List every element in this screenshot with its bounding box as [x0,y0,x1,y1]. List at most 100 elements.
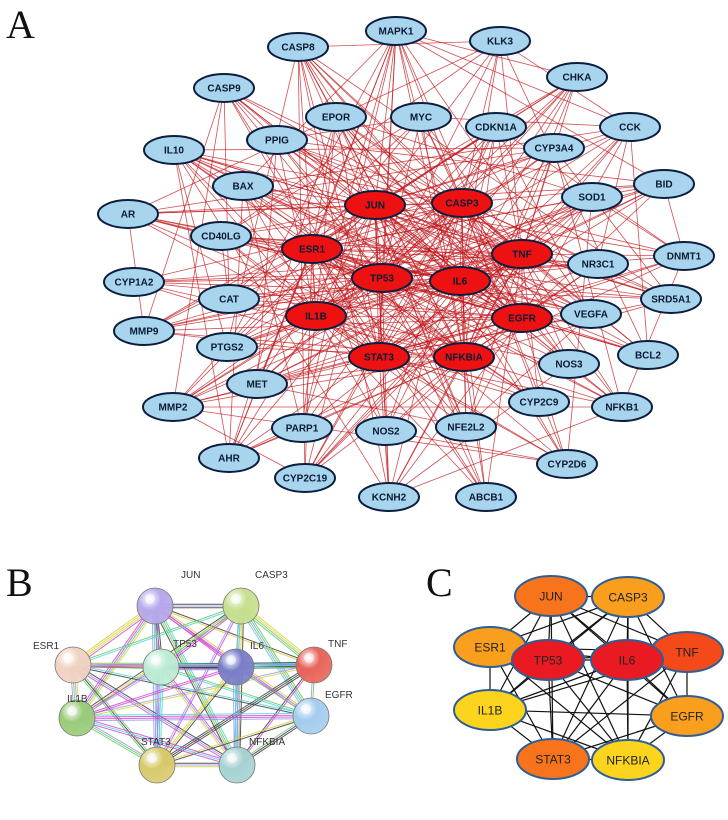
network-a-node-shape [599,112,661,142]
network-b-edge [77,665,315,720]
network-a-node-label: CYP3A4 [535,144,574,155]
network-a-edge [395,30,665,185]
network-c-node-il6: IL6 [590,639,664,681]
network-a-edge [172,315,317,408]
network-a-edge [311,248,570,365]
network-a-edge [463,298,672,358]
network-b-node-label: CASP3 [255,570,288,581]
network-a-edge [335,116,593,198]
network-b-node-highlight [227,753,237,763]
network-a-edge [304,126,497,479]
network-c-node-shape [453,689,527,731]
network-a-node-mmp2: MMP2 [142,392,204,422]
network-a-edge [378,356,623,408]
network-a-node-label: STAT3 [364,353,395,364]
network-a-node-parp1: PARP1 [271,413,333,443]
network-a-node-cyp3a4: CYP3A4 [523,133,585,163]
network-a-edge [388,317,523,498]
network-a-node-bax: BAX [212,171,274,201]
network-b-edge [162,665,239,765]
network-a-node-shape [429,266,491,296]
network-a-edge [173,149,383,279]
network-a-node-abcb1: ABCB1 [455,482,517,512]
network-a-node-label: EPOR [322,113,351,124]
network-a-edge [465,317,523,428]
network-b-edge [76,719,237,768]
network-a-node-casp9: CASP9 [193,73,255,103]
network-c-node-tp53: TP53 [511,639,585,681]
network-a-node-shape [246,125,308,155]
network-a-node-shape [274,463,336,493]
network-a-edge [335,116,523,255]
network-c-node-label: TNF [675,646,698,660]
network-c-edge [552,596,629,760]
network-b-node-stat3: STAT3 [138,737,176,784]
network-a-node-label: CYP2D6 [548,460,587,471]
network-c-node-label: ESR1 [474,641,506,655]
network-c-node-label: EGFR [670,710,704,724]
network-a-edge [461,202,685,257]
network-a-node-label: TNF [512,250,531,261]
network-a-node-shape [285,301,347,331]
network-a-node-nos2: NOS2 [355,416,417,446]
network-a-node-shape [617,340,679,370]
network-a-node-ahr: AHR [198,443,260,473]
network-b-edge [76,712,311,716]
network-a-edge [220,235,317,317]
network-b-node-label: EGFR [325,690,353,701]
network-b-edge [77,716,312,720]
network-a-node-shape [491,303,553,333]
network-a-node-met: MET [226,369,288,399]
network-a-edge [256,202,463,385]
network-a-node-egfr: EGFR [491,303,553,333]
network-c-node-label: NFKBIA [606,754,649,768]
network-a-node-tnf: TNF [491,239,553,269]
network-a-node-label: NFKBIA [445,353,483,364]
network-b-node-label: IL1B [67,694,88,705]
network-a-node-label: IL6 [453,277,468,288]
network-a-node-nfkb1: NFKB1 [591,392,653,422]
network-a-edge [173,147,555,151]
network-b-node-il1b: IL1B [58,694,96,737]
network-a-edge [463,196,593,358]
network-b-edge [77,718,312,722]
network-a-node-shape [103,267,165,297]
network-a-edge [459,126,631,282]
network-a-node-label: MAPK1 [378,27,413,38]
network-a-node-shape [591,392,653,422]
network-c-node-label: CASP3 [608,591,648,605]
network-b-edge [73,606,242,667]
network-a-node-nos3: NOS3 [538,349,600,379]
network-a-node-shape [281,234,343,264]
network-c-node-shape [591,739,665,781]
network-a-node-label: BCL2 [635,351,662,362]
network-a-edge [461,126,631,204]
network-a-node-label: AR [121,210,136,221]
network-a-edge [553,147,672,300]
network-a-node-kcnh2: KCNH2 [358,482,420,512]
network-a-node-label: BID [655,180,672,191]
network-b-edge [155,605,241,765]
network-a-node-nfe2l2: NFE2L2 [435,412,497,442]
network-a-node-label: ESR1 [299,245,326,256]
network-b-edge [75,605,155,718]
network-c-node-casp3: CASP3 [591,576,665,618]
network-a-edge [381,277,487,498]
network-a-edge [566,196,593,465]
network-a-edge [276,139,665,185]
network-a-edge [374,204,592,315]
network-a-edge [621,255,685,408]
network-a-node-shape [435,412,497,442]
network-b-edge [72,604,241,665]
network-a-edge [127,213,465,358]
network-a-node-label: MMP2 [159,403,188,414]
network-a-node-cyp2c9: CYP2C9 [508,387,570,417]
network-a-node-shape [561,182,623,212]
network-a-edge [378,313,592,358]
network-c-node-il1b: IL1B [453,689,527,731]
network-a-node-shape [455,482,517,512]
network-a-node-label: PPIG [265,136,289,147]
network-a-edge [374,30,397,206]
network-b-edge [73,663,312,716]
network-a-edge [304,280,461,479]
